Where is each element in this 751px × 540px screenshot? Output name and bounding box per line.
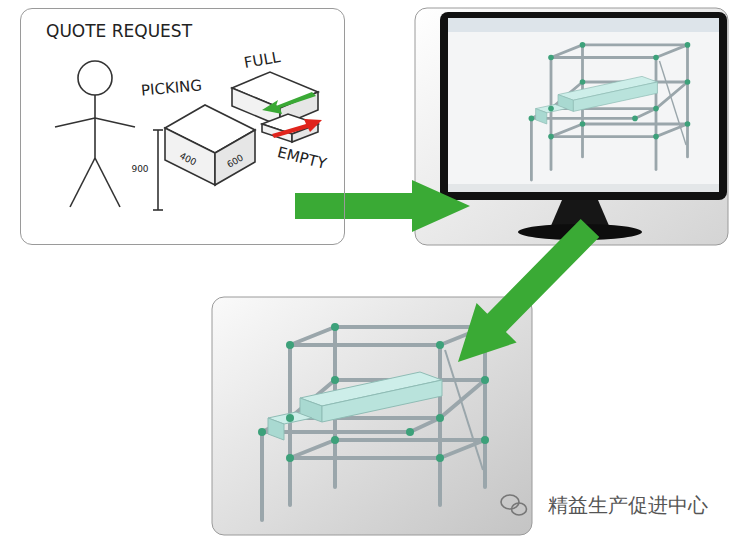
dimension: 900 (131, 165, 148, 175)
sketch-label: FULL (243, 49, 282, 72)
full-arrow (262, 92, 316, 114)
watermark: 精益生产促进中心 (548, 494, 708, 516)
empty-arrow (272, 119, 322, 138)
sketch-label: PICKING (141, 77, 203, 99)
sketch-label: EMPTY (276, 144, 328, 172)
flow-arrow (458, 219, 599, 362)
panel: QUOTE REQUEST (20, 8, 345, 245)
monitor (440, 12, 727, 200)
panel-title: QUOTE REQUEST (46, 21, 192, 41)
flow-arrow (295, 180, 470, 232)
wechat-icon (501, 495, 527, 515)
